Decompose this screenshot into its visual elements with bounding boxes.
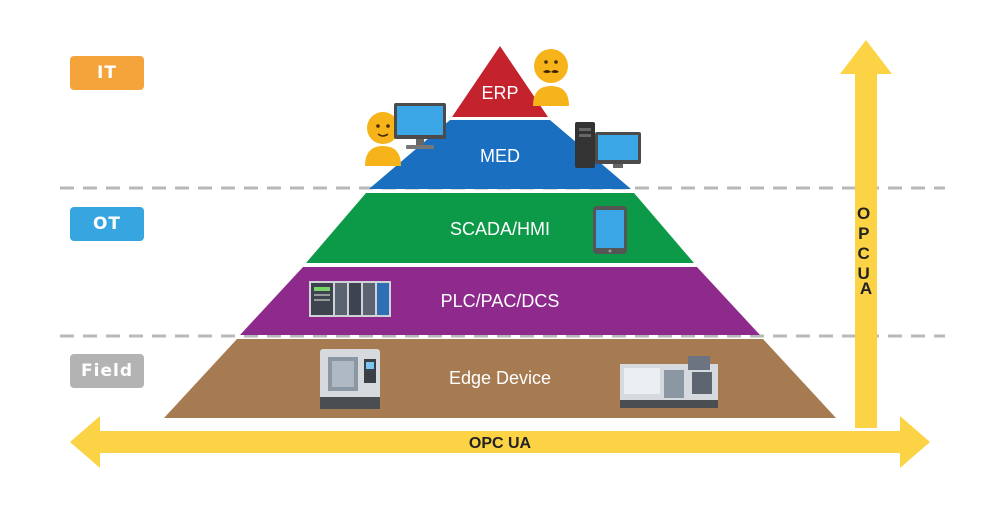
zone-badge-it: IT [70, 56, 144, 90]
person-icon [365, 112, 401, 166]
opc-ua-vertical-arrow: O P C U A [840, 40, 892, 428]
pyramid-level-erp [452, 46, 548, 117]
injection-molding-machine-icon [620, 356, 718, 408]
level-label-med: MED [480, 146, 520, 166]
cnc-machine-icon [320, 349, 380, 409]
opc-ua-horizontal-arrow: OPC UA [70, 416, 930, 468]
zone-badge-ot: OT [70, 207, 144, 241]
zone-badge-field: Field [70, 354, 144, 388]
opc-ua-vertical-label: O P C U A [857, 204, 875, 298]
opc-ua-horizontal-label: OPC UA [469, 435, 532, 452]
desktop-computer-icon [394, 103, 446, 149]
level-label-edge-device: Edge Device [449, 368, 551, 388]
person-with-mustache-icon [533, 49, 569, 106]
tablet-icon [593, 206, 627, 254]
level-label-erp: ERP [481, 83, 518, 103]
pc-tower-monitor-icon [575, 122, 641, 168]
level-label-scada-hmi: SCADA/HMI [450, 219, 550, 239]
level-label-plc-pac-dcs: PLC/PAC/DCS [441, 291, 560, 311]
plc-module-icon [309, 281, 391, 317]
